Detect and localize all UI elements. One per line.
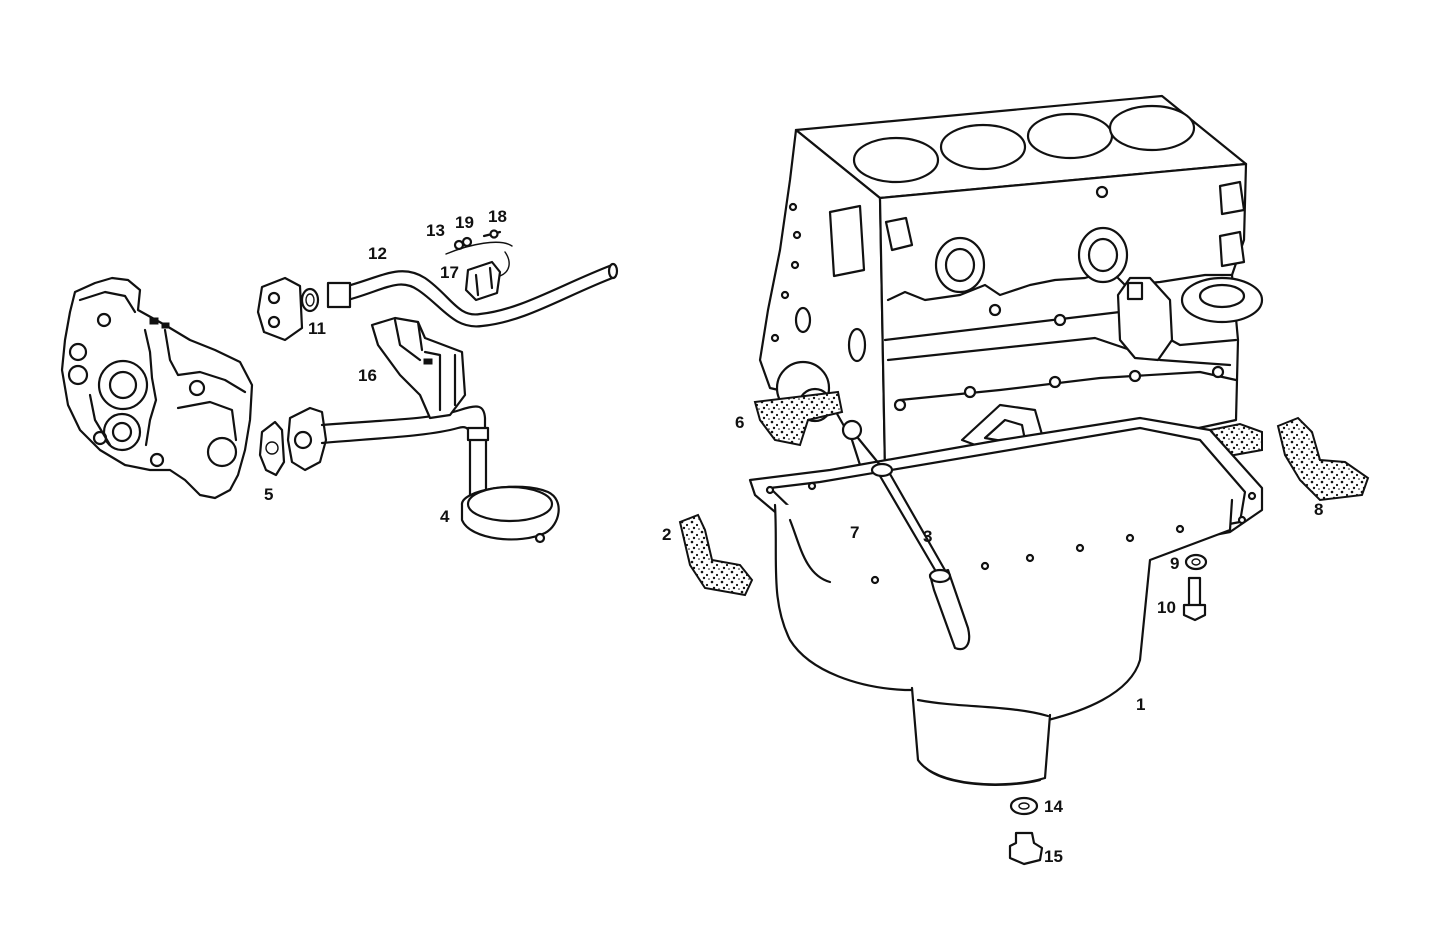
callout-16: 16: [358, 366, 377, 385]
tube-support-bracket: [370, 316, 467, 420]
callout-15: 15: [1044, 847, 1063, 866]
rear-seal-left: [678, 513, 754, 597]
pipe-clamp-and-screws: [445, 229, 513, 302]
callout-1: 1: [1136, 695, 1145, 714]
oil-pump-housing: [60, 276, 254, 500]
callout-8: 8: [1314, 500, 1323, 519]
callout-3: 3: [923, 527, 932, 546]
oil-pickup-tube: [258, 405, 560, 544]
washer-and-bolt: [1182, 553, 1208, 622]
rear-seal-right: [1276, 416, 1370, 502]
callout-12: 12: [368, 244, 387, 263]
dipstick: [841, 419, 971, 651]
callout-6: 6: [735, 413, 744, 432]
oil-sump-pan: [748, 416, 1264, 786]
callout-9: 9: [1170, 554, 1179, 573]
oil-return-pipe: [256, 262, 619, 342]
callout-17: 17: [440, 263, 459, 282]
callout-4: 4: [440, 507, 450, 526]
engine-block: [758, 94, 1264, 472]
callout-11: 11: [308, 319, 326, 338]
callout-18: 18: [488, 207, 507, 226]
callout-14: 14: [1044, 797, 1063, 816]
callout-13: 13: [426, 221, 445, 240]
drain-plug: [1008, 796, 1044, 866]
callout-5: 5: [264, 485, 273, 504]
callout-2: 2: [662, 525, 671, 544]
callout-labels: 1 2 3 4 5 6 7 8 9 10 11 12 13 14 15 16 1…: [264, 207, 1323, 866]
callout-19: 19: [455, 213, 474, 232]
callout-10: 10: [1157, 598, 1176, 617]
callout-7: 7: [850, 523, 859, 542]
